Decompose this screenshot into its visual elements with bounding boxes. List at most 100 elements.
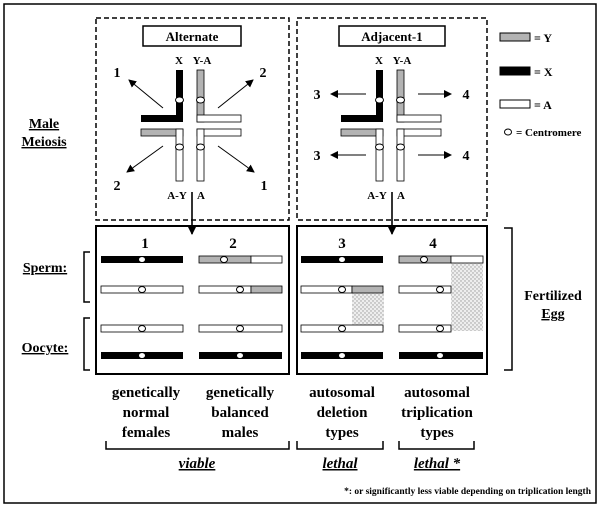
- col4-outcome-line1: autosomal: [404, 385, 470, 401]
- adj-label-ay: A-Y: [367, 190, 387, 202]
- egg-label: Egg: [541, 307, 564, 322]
- col3-outcome-line1: autosomal: [309, 385, 375, 401]
- alt-num-bottom-right: 1: [261, 179, 268, 194]
- footnote: *: or significantly less viable dependin…: [344, 487, 592, 497]
- alt-arrow-top-left: [128, 79, 164, 109]
- column-number-2: 2: [229, 236, 237, 252]
- adj-a-vertical: [396, 128, 405, 182]
- adj-ya-vertical: [396, 69, 405, 123]
- adj-num-bottom-right: 4: [463, 149, 470, 164]
- alt-arrow-bottom-right: [217, 145, 255, 173]
- col4-sperm-ya-centromere: [420, 256, 428, 263]
- col3-outcome-line2: deletion: [317, 405, 368, 421]
- lethal-zygotes-box: [296, 225, 488, 375]
- alt-num-top-left: 1: [114, 66, 121, 81]
- legend-x-label: = X: [534, 65, 553, 79]
- col2-sperm-ya-centromere: [220, 256, 228, 263]
- col1-outcome-line1: genetically: [112, 385, 181, 401]
- column-number-1: 1: [141, 236, 149, 252]
- col1-outcome-line2: normal: [123, 405, 170, 421]
- adj-label-a: A: [397, 190, 405, 202]
- sperm-label: Sperm:: [23, 261, 67, 276]
- col1-outcome-line3: females: [122, 425, 170, 441]
- adjacent-panel: [296, 17, 488, 221]
- legend: = Y = X = A = Centromere: [499, 31, 582, 139]
- outer-frame: [3, 3, 597, 504]
- viable-label: viable: [179, 456, 216, 472]
- col2-sperm-ya-a: [250, 255, 283, 264]
- col2-outcome-line3: males: [222, 425, 259, 441]
- col3-oocyte-x-centromere: [338, 352, 346, 359]
- alt-x-horizontal: [141, 115, 183, 122]
- zygote-column-2: [198, 255, 283, 359]
- column-number-4: 4: [429, 236, 437, 252]
- fertilized-label: Fertilized: [524, 289, 582, 304]
- adjacent-title: Adjacent-1: [361, 29, 422, 44]
- lethal-triplication-bracket: [398, 441, 475, 450]
- adj-x-centromere: [375, 96, 384, 104]
- adjacent-quadrivalent: [340, 69, 442, 182]
- alt-label-a: A: [197, 190, 205, 202]
- col1-sperm-a-centromere: [138, 286, 146, 293]
- alt-ya-horizontal: [196, 114, 242, 123]
- viable-bracket: [105, 441, 290, 450]
- alt-arrow-top-right: [217, 79, 254, 109]
- adj-num-bottom-left: 3: [314, 149, 321, 164]
- alternate-title-box: [142, 25, 242, 47]
- alt-x-vertical: [176, 70, 183, 122]
- male-label: Male: [29, 117, 59, 132]
- alt-a-vertical: [196, 128, 205, 182]
- col4-oocyte-x-centromere: [436, 352, 444, 359]
- alt-x-centromere: [175, 96, 184, 104]
- zygote-column-4: [398, 255, 484, 359]
- alt-num-top-right: 2: [260, 66, 267, 81]
- alt-a-centromere: [196, 143, 205, 151]
- col3-oocyte-a-centromere: [338, 325, 346, 332]
- col3-sperm-ay-y: [351, 285, 384, 294]
- col4-sperm-ya-a: [450, 255, 484, 264]
- col1-sperm-x-centromere: [138, 256, 146, 263]
- outcome-labels: genetically normal females genetically b…: [112, 385, 474, 441]
- adj-num-top-right: 4: [463, 88, 470, 103]
- column-number-3: 3: [338, 236, 346, 252]
- col4-outcome-line2: triplication: [401, 405, 473, 421]
- alt-label-ya: Y-A: [193, 55, 212, 67]
- sperm-bracket: [83, 251, 90, 303]
- alternate-quadrivalent: [140, 69, 242, 182]
- legend-a-label: = A: [534, 98, 552, 112]
- col4-oocyte-a: [398, 324, 452, 333]
- legend-y-label: = Y: [534, 31, 552, 45]
- adj-x-horizontal: [341, 115, 383, 122]
- meiosis-label: Meiosis: [21, 135, 67, 150]
- adj-ya-horizontal: [396, 114, 442, 123]
- adjacent-title-box: [338, 25, 446, 47]
- col4-sperm-a: [398, 285, 452, 294]
- col4-duplication-region: [451, 261, 483, 331]
- adj-ya-centromere: [396, 96, 405, 104]
- centromere-icon: [504, 128, 512, 136]
- col2-outcome-line2: balanced: [211, 405, 269, 421]
- legend-x-swatch: [499, 66, 531, 76]
- alt-ay-centromere: [175, 143, 184, 151]
- col2-oocyte-x-centromere: [236, 352, 244, 359]
- adj-x-vertical: [376, 70, 383, 122]
- col4-oocyte-a-centromere: [436, 325, 444, 332]
- col2-oocyte-a-centromere: [236, 325, 244, 332]
- col3-outcome-line3: types: [325, 425, 358, 441]
- adj-ay-centromere: [375, 143, 384, 151]
- legend-centromere-label: = Centromere: [516, 127, 582, 139]
- adj-num-top-left: 3: [314, 88, 321, 103]
- alt-ay-vertical: [175, 128, 184, 182]
- col3-sperm-x-centromere: [338, 256, 346, 263]
- alt-ya-vertical: [196, 69, 205, 123]
- col4-outcome-line3: types: [420, 425, 453, 441]
- legend-y-swatch: [499, 32, 531, 42]
- col3-deficiency-region: [352, 291, 384, 331]
- zygote-column-3: [300, 256, 384, 359]
- lethal-deletion-bracket: [296, 441, 384, 450]
- col3-sperm-ay-centromere: [338, 286, 346, 293]
- alternate-title: Alternate: [166, 29, 219, 44]
- alt-arrow-bottom-left: [126, 145, 164, 173]
